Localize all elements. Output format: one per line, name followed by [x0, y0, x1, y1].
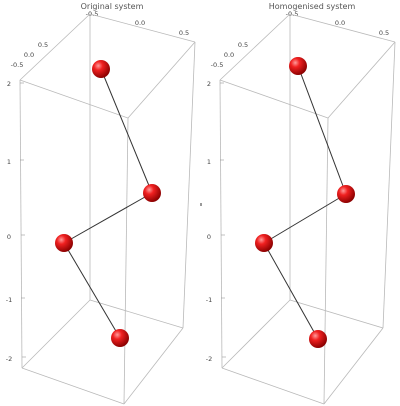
atom-sphere: [289, 57, 307, 75]
top-tick-label: 0.0: [335, 19, 345, 27]
atom-sphere: [309, 330, 327, 348]
bond: [63, 192, 153, 244]
z-tick-label: 2: [207, 80, 211, 88]
z-tick-label: -1: [6, 296, 12, 304]
front-tick-label: -0.5: [11, 61, 24, 69]
z-tick-label: 1: [207, 158, 211, 166]
atom-sphere: [55, 234, 73, 252]
z-tick-label: 1: [7, 158, 11, 166]
atom-sphere: [111, 329, 129, 347]
top-tick-label: 0.5: [179, 29, 189, 37]
bounding-box: [219, 13, 396, 405]
bond: [297, 65, 347, 195]
panel-title: Original system: [81, 2, 144, 11]
atom-sphere: [143, 184, 161, 202]
atom-sphere: [92, 60, 110, 78]
z-tick-label: -2: [6, 355, 12, 363]
z-tick-label: -1: [206, 296, 212, 304]
top-tick-label: 0.5: [379, 29, 389, 37]
z-tick-label: 0: [7, 233, 11, 241]
z-tick-label: 2: [7, 80, 11, 88]
top-tick-label: -0.5: [86, 10, 99, 18]
atom-sphere: [337, 185, 355, 203]
top-tick-label: -0.5: [286, 10, 299, 18]
bond: [100, 68, 153, 194]
front-tick-label: 0.5: [38, 41, 48, 49]
bond: [263, 242, 319, 340]
panel-homogenised: Homogenised system -0.5 0.0 0.5 0.5 0.0 …: [206, 2, 396, 405]
front-tick-label: 0.5: [238, 41, 248, 49]
panel-original: Original system -0.5 0.0 0.5 0.5 0.0 -0.…: [6, 2, 196, 405]
front-tick-label: -0.5: [211, 61, 224, 69]
bounding-box: [19, 13, 196, 405]
panel-title: Homogenised system: [269, 2, 356, 11]
z-tick-label: -2: [206, 355, 212, 363]
bond: [63, 242, 121, 339]
z-tick-label: 0: [207, 233, 211, 241]
front-tick-label: 0.0: [224, 51, 234, 59]
atom-sphere: [255, 234, 273, 252]
bond: [263, 193, 347, 244]
top-tick-label: 0.0: [135, 19, 145, 27]
separator-mark: [200, 203, 202, 206]
front-tick-label: 0.0: [24, 51, 34, 59]
